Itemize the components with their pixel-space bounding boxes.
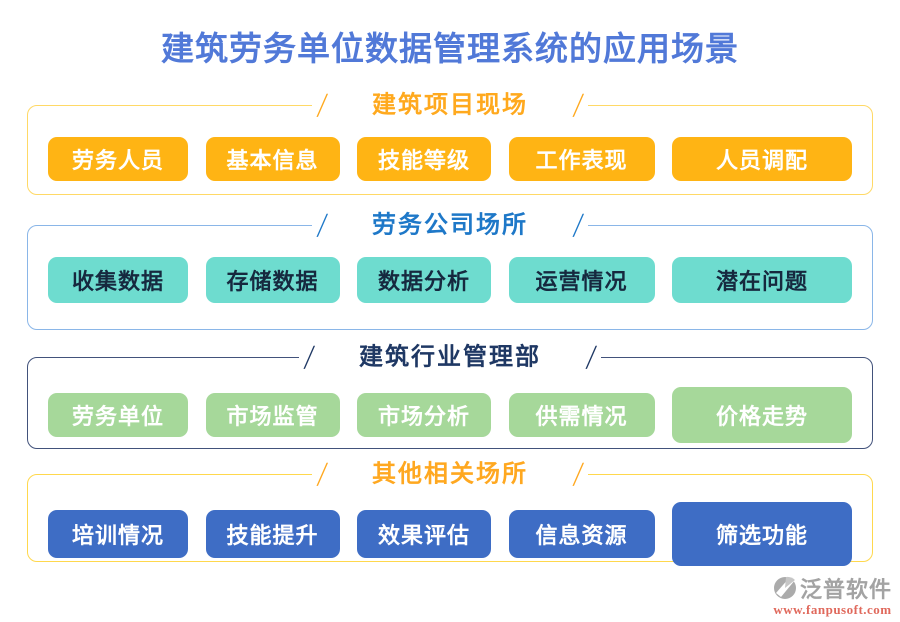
section-header: / 劳务公司场所 / xyxy=(28,207,872,245)
slash-decoration: / xyxy=(571,206,586,245)
chip-data-analysis[interactable]: 数据分析 xyxy=(357,257,491,303)
section-title: 劳务公司场所 xyxy=(372,212,528,239)
chip-skill-improvement[interactable]: 技能提升 xyxy=(205,510,340,558)
slash-decoration: / xyxy=(315,206,329,245)
section-title: 其他相关场所 xyxy=(372,461,528,488)
chip-supply-demand[interactable]: 供需情况 xyxy=(508,393,655,437)
chip-potential-issues[interactable]: 潜在问题 xyxy=(672,257,852,303)
chip-row: 培训情况 技能提升 效果评估 信息资源 筛选功能 xyxy=(28,502,872,566)
section-industry-authority: / 建筑行业管理部 / 劳务单位 市场监管 市场分析 供需情况 价格走势 xyxy=(27,339,873,449)
chip-store-data[interactable]: 存储数据 xyxy=(205,257,340,303)
watermark-url-link[interactable]: www.fanpusoft.com xyxy=(773,602,892,617)
chip-market-supervision[interactable]: 市场监管 xyxy=(205,393,340,437)
page-title: 建筑劳务单位数据管理系统的应用场景 xyxy=(161,32,739,68)
chip-row: 劳务单位 市场监管 市场分析 供需情况 价格走势 xyxy=(28,387,872,443)
chip-labor-units[interactable]: 劳务单位 xyxy=(48,393,188,437)
watermark-brand: 泛普软件 xyxy=(799,577,892,602)
section-other-places: / 其他相关场所 / 培训情况 技能提升 效果评估 信息资源 筛选功能 xyxy=(27,456,873,566)
section-header: / 其他相关场所 / xyxy=(28,456,872,494)
chip-operation-status[interactable]: 运营情况 xyxy=(508,257,655,303)
section-construction-site: / 建筑项目现场 / 劳务人员 基本信息 技能等级 工作表现 人员调配 xyxy=(27,87,873,195)
chip-basic-info[interactable]: 基本信息 xyxy=(205,137,340,181)
chip-row: 收集数据 存储数据 数据分析 运营情况 潜在问题 xyxy=(28,257,872,303)
section-title: 建筑项目现场 xyxy=(372,92,528,119)
slash-decoration: / xyxy=(302,338,316,377)
section-header: / 建筑行业管理部 / xyxy=(28,339,872,377)
chip-labor-personnel[interactable]: 劳务人员 xyxy=(48,137,188,181)
chip-personnel-allocation[interactable]: 人员调配 xyxy=(672,137,852,181)
chip-effect-evaluation[interactable]: 效果评估 xyxy=(357,510,491,558)
chip-work-performance[interactable]: 工作表现 xyxy=(508,137,655,181)
chip-information-resources[interactable]: 信息资源 xyxy=(508,510,655,558)
section-labor-company: / 劳务公司场所 / 收集数据 存储数据 数据分析 运营情况 潜在问题 xyxy=(27,207,873,330)
chip-market-analysis[interactable]: 市场分析 xyxy=(357,393,491,437)
chip-row: 劳务人员 基本信息 技能等级 工作表现 人员调配 xyxy=(28,137,872,181)
fanpu-logo-icon xyxy=(773,576,797,600)
chip-price-trend[interactable]: 价格走势 xyxy=(672,387,852,443)
slash-decoration: / xyxy=(315,455,329,494)
slash-decoration: / xyxy=(571,86,586,125)
section-title: 建筑行业管理部 xyxy=(359,344,541,371)
chip-training-status[interactable]: 培训情况 xyxy=(48,510,188,558)
chip-collect-data[interactable]: 收集数据 xyxy=(48,257,188,303)
chip-filter-function[interactable]: 筛选功能 xyxy=(672,502,852,566)
slash-decoration: / xyxy=(571,455,586,494)
section-header: / 建筑项目现场 / xyxy=(28,87,872,125)
chip-skill-level[interactable]: 技能等级 xyxy=(357,137,491,181)
slash-decoration: / xyxy=(315,86,329,125)
slash-decoration: / xyxy=(584,338,599,377)
watermark: 泛普软件 www.fanpusoft.com xyxy=(768,572,892,618)
